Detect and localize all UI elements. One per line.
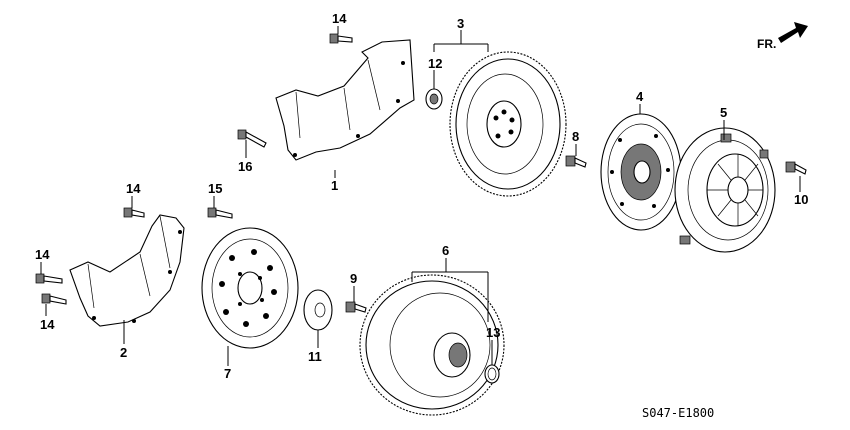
callout-11: 11 bbox=[308, 349, 322, 364]
o-ring bbox=[484, 364, 500, 384]
bolt-10 bbox=[785, 161, 807, 175]
drive-plate bbox=[201, 227, 299, 349]
callout-14-left-b: 14 bbox=[40, 317, 55, 332]
callouts: 14 3 12 16 1 4 5 8 10 14 15 14 14 2 7 11… bbox=[35, 11, 808, 381]
front-direction-arrow: FR. bbox=[757, 22, 808, 51]
pilot-bearing bbox=[425, 88, 443, 110]
callout-5: 5 bbox=[720, 105, 727, 120]
arrow-icon bbox=[778, 22, 808, 43]
pressure-plate bbox=[674, 127, 776, 253]
callout-14-left-a: 14 bbox=[35, 247, 50, 262]
flywheel bbox=[449, 51, 567, 197]
callout-14-lower: 14 bbox=[126, 181, 141, 196]
bolt-8 bbox=[565, 155, 587, 168]
callout-1: 1 bbox=[331, 178, 338, 193]
bolt-14-lower-top bbox=[123, 207, 145, 218]
callout-16: 16 bbox=[238, 159, 252, 174]
bolt-14-left-a bbox=[35, 273, 63, 284]
callout-8: 8 bbox=[572, 129, 579, 144]
callout-7: 7 bbox=[224, 366, 231, 381]
bolt-16 bbox=[237, 129, 267, 148]
leader-lines bbox=[40, 26, 801, 366]
callout-12: 12 bbox=[428, 56, 442, 71]
callout-15: 15 bbox=[208, 181, 222, 196]
bolt-14-top bbox=[329, 33, 353, 44]
diagram-code: S047-E1800 bbox=[642, 406, 714, 420]
clutch-disc bbox=[600, 113, 682, 231]
torque-converter bbox=[359, 274, 505, 416]
bolt-14-left-b bbox=[41, 293, 67, 305]
callout-10: 10 bbox=[794, 192, 808, 207]
bolt-15 bbox=[207, 207, 233, 219]
direction-label: FR. bbox=[757, 37, 776, 51]
callout-13: 13 bbox=[486, 325, 500, 340]
bolt-9 bbox=[345, 301, 367, 313]
callout-6: 6 bbox=[442, 243, 449, 258]
callout-2: 2 bbox=[120, 345, 127, 360]
callout-3: 3 bbox=[457, 16, 464, 31]
backing-plate bbox=[303, 289, 333, 331]
callout-14-top: 14 bbox=[332, 11, 347, 26]
callout-9: 9 bbox=[350, 271, 357, 286]
callout-4: 4 bbox=[636, 89, 644, 104]
upper-cover-plate bbox=[275, 39, 415, 161]
lower-cover-plate bbox=[69, 214, 185, 327]
